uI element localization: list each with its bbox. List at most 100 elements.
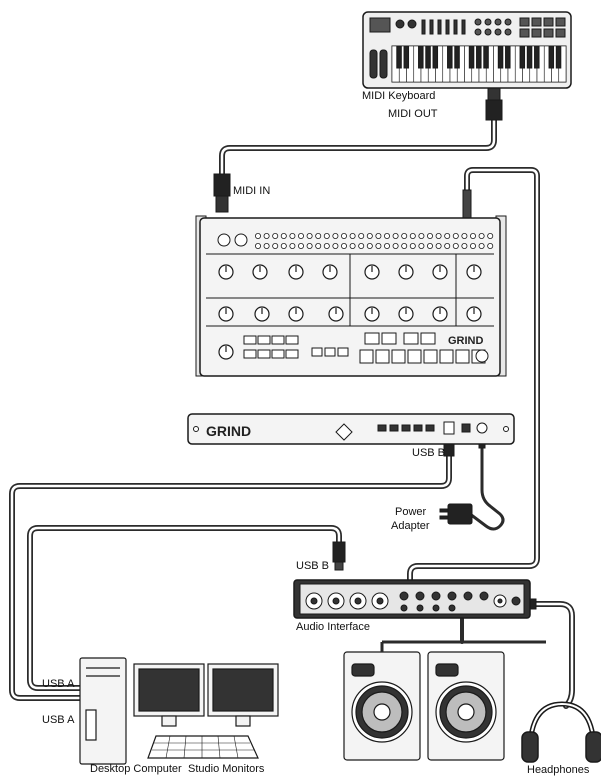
usb-a-label-2: USB A (42, 714, 75, 726)
usb-b-plug-interface (332, 541, 346, 571)
patch-jack (461, 242, 468, 249)
patch-jack (478, 232, 485, 239)
black-key (548, 45, 555, 69)
patch-jack (392, 232, 399, 239)
patch-jack (444, 232, 451, 239)
patch-jack (452, 242, 459, 249)
patch-jack (426, 242, 433, 249)
midi-cable (219, 97, 497, 181)
black-key (497, 45, 504, 69)
patch-jack (469, 242, 476, 249)
studio-monitor-left (343, 651, 421, 761)
patch-jack (323, 232, 330, 239)
patch-jack (349, 242, 356, 249)
keyboard-keys (391, 45, 567, 83)
patch-bay (254, 232, 494, 249)
patch-jack (366, 242, 373, 249)
synth-audio-plug (462, 189, 472, 221)
patch-jack (418, 232, 425, 239)
patch-jack (280, 232, 287, 239)
patch-jack (435, 242, 442, 249)
patch-jack (306, 242, 313, 249)
patch-jack (315, 242, 322, 249)
power-adapter-label-line2: Adapter (391, 520, 430, 532)
midi-in-label: MIDI IN (233, 185, 271, 197)
patch-jack (461, 232, 468, 239)
patch-jack (263, 242, 270, 249)
desktop-computer (79, 657, 279, 765)
headphones-label: Headphones (527, 764, 590, 776)
grind-panel-logo: GRIND (448, 335, 484, 347)
studio-monitor-right (427, 651, 505, 761)
usb-a-label-1: USB A (42, 678, 75, 690)
patch-jack (306, 232, 313, 239)
patch-jack (332, 242, 339, 249)
patch-jack (263, 232, 270, 239)
patch-jack (289, 242, 296, 249)
patch-jack (469, 232, 476, 239)
usb-b-interface-label: USB B (296, 560, 330, 572)
patch-jack (340, 242, 347, 249)
patch-jack (297, 242, 304, 249)
patch-jack (254, 232, 261, 239)
interface-knobs (399, 591, 521, 612)
black-key (534, 45, 540, 69)
patch-jack (332, 232, 339, 239)
black-key (468, 45, 475, 69)
sequencer-buttons (243, 332, 486, 364)
desktop-computer-label: Desktop Computer (90, 763, 182, 775)
black-key (425, 45, 431, 69)
black-key (418, 45, 424, 69)
patch-jack (315, 232, 322, 239)
usb-b-grind-label: USB B (412, 447, 446, 459)
patch-jack (375, 232, 382, 239)
patch-jack (358, 232, 365, 239)
black-key (454, 45, 460, 69)
connector-plugs (213, 87, 537, 610)
midi-keyboard-label: MIDI Keyboard (362, 90, 436, 102)
patch-jack (418, 242, 425, 249)
power-adapter-label-line1: Power (395, 506, 427, 518)
patch-jack (383, 242, 390, 249)
midi-out-label: MIDI OUT (388, 108, 438, 120)
black-key (505, 45, 511, 69)
headphones (521, 701, 601, 763)
black-key (476, 45, 482, 69)
patch-jack (444, 242, 451, 249)
patch-jack (426, 232, 433, 239)
synth-knobs (218, 264, 482, 360)
patch-jack (323, 242, 330, 249)
usb-cable-interface (27, 525, 342, 691)
headphones-cable (527, 601, 575, 709)
patch-jack (358, 242, 365, 249)
keyboard-pads (474, 17, 566, 38)
grind-expander-logo: GRIND (206, 423, 251, 439)
computer-keyboard-keys (152, 735, 254, 759)
black-key (555, 45, 562, 69)
patch-jack (487, 242, 494, 249)
patch-jack (254, 242, 261, 249)
patch-jack (272, 232, 279, 239)
patch-jack (409, 242, 416, 249)
audio-cable (407, 167, 540, 583)
patch-jack (366, 232, 373, 239)
audio-interface-label: Audio Interface (296, 621, 370, 633)
patch-jack (280, 242, 287, 249)
black-key (396, 45, 402, 69)
black-key (432, 45, 439, 69)
patch-jack (289, 232, 296, 239)
patch-jack (392, 242, 399, 249)
audio-interface (293, 579, 531, 619)
cables (9, 97, 575, 709)
grind-expander: GRIND (187, 413, 515, 445)
patch-jack (272, 242, 279, 249)
patch-jack (435, 232, 442, 239)
power-cable (468, 443, 505, 531)
patch-jack (340, 232, 347, 239)
midi-in-plug (213, 173, 231, 213)
black-key (483, 45, 489, 69)
patch-jack (401, 242, 408, 249)
black-key (526, 45, 533, 69)
